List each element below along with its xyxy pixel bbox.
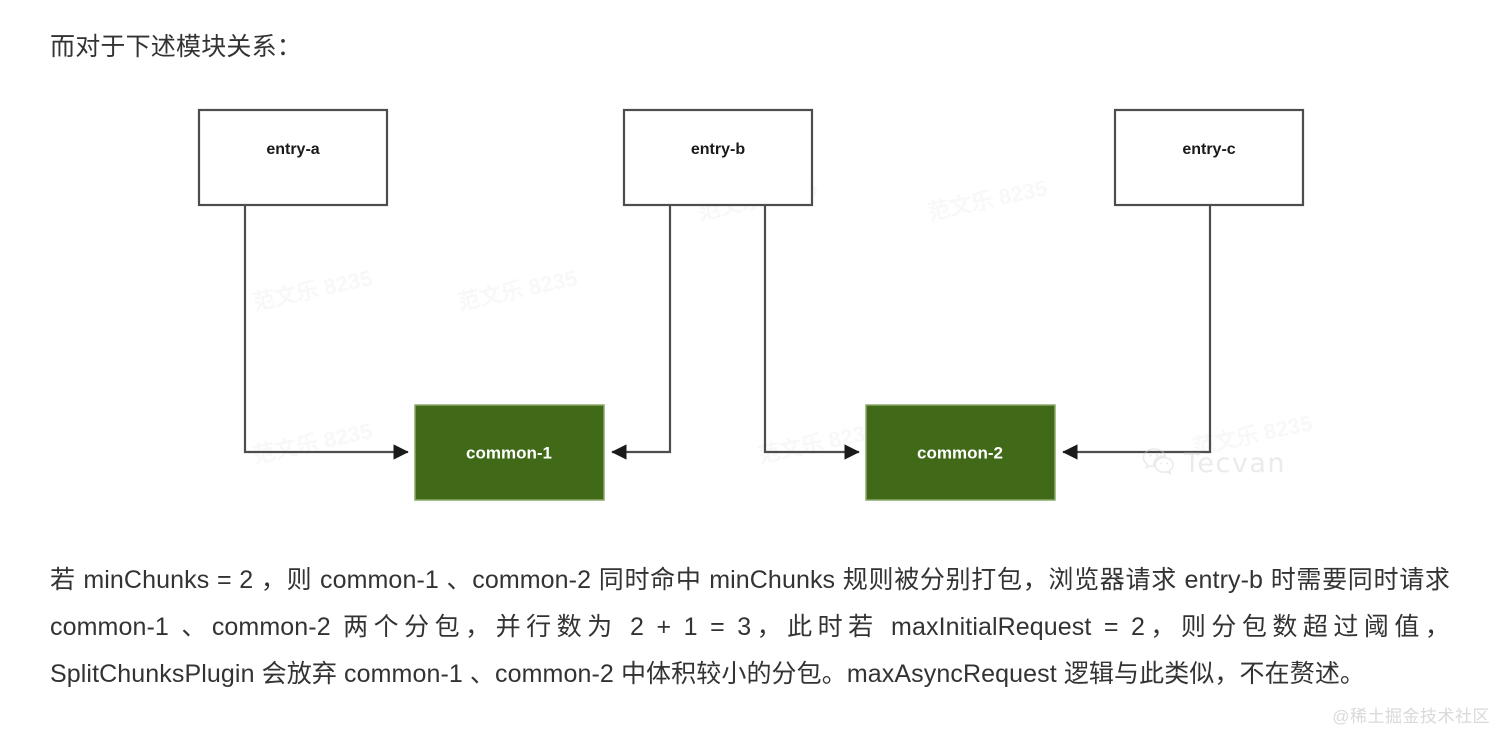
node-box[interactable] [865, 404, 1056, 501]
node-entry-c[interactable]: entry-c [1113, 108, 1305, 207]
node-label: common-2 [917, 443, 1003, 462]
node-label: entry-b [691, 141, 745, 158]
edge-entry-c-to-common-2 [1062, 205, 1212, 460]
diagram-watermark: 范文乐 8235 [456, 265, 580, 315]
diagram-watermark-group: 范文乐 8235 范文乐 8235 范文乐 8235 范文乐 8235 范文乐 … [251, 175, 1315, 468]
edge-path [243, 205, 409, 460]
node-label: common-1 [466, 443, 552, 462]
node-common-1[interactable]: common-1 [414, 404, 605, 501]
node-box[interactable] [414, 404, 605, 501]
node-box[interactable] [622, 108, 814, 207]
node-common-2[interactable]: common-2 [865, 404, 1056, 501]
body-paragraph: 若 minChunks = 2 ，则 common-1 、common-2 同时… [50, 566, 1450, 688]
node-box[interactable] [1113, 108, 1305, 207]
edge-entry-b-to-common-2 [763, 205, 860, 460]
footer-watermark: @稀土掘金技术社区 [1332, 707, 1490, 726]
edge-path [611, 205, 672, 460]
node-entry-b[interactable]: entry-b [622, 108, 814, 207]
diagram-watermark: 范文乐 8235 [926, 175, 1050, 225]
module-relation-diagram: 范文乐 8235 范文乐 8235 范文乐 8235 范文乐 8235 范文乐 … [0, 95, 1512, 525]
node-entry-a[interactable]: entry-a [197, 108, 389, 207]
diagram-watermark: 范文乐 8235 [756, 418, 880, 468]
node-label: entry-a [266, 141, 319, 158]
diagram-svg: 范文乐 8235 范文乐 8235 范文乐 8235 范文乐 8235 范文乐 … [197, 108, 1315, 501]
edge-path [1062, 205, 1212, 460]
intro-text: 而对于下述模块关系： [50, 33, 303, 61]
diagram-watermark: 范文乐 8235 [251, 265, 375, 315]
node-label: entry-c [1182, 141, 1235, 158]
edge-entry-b-to-common-1 [611, 205, 672, 460]
edge-path [763, 205, 860, 460]
diagram-watermark: 范文乐 8235 [251, 418, 375, 468]
node-box[interactable] [197, 108, 389, 207]
edge-entry-a-to-common-1 [243, 205, 409, 460]
